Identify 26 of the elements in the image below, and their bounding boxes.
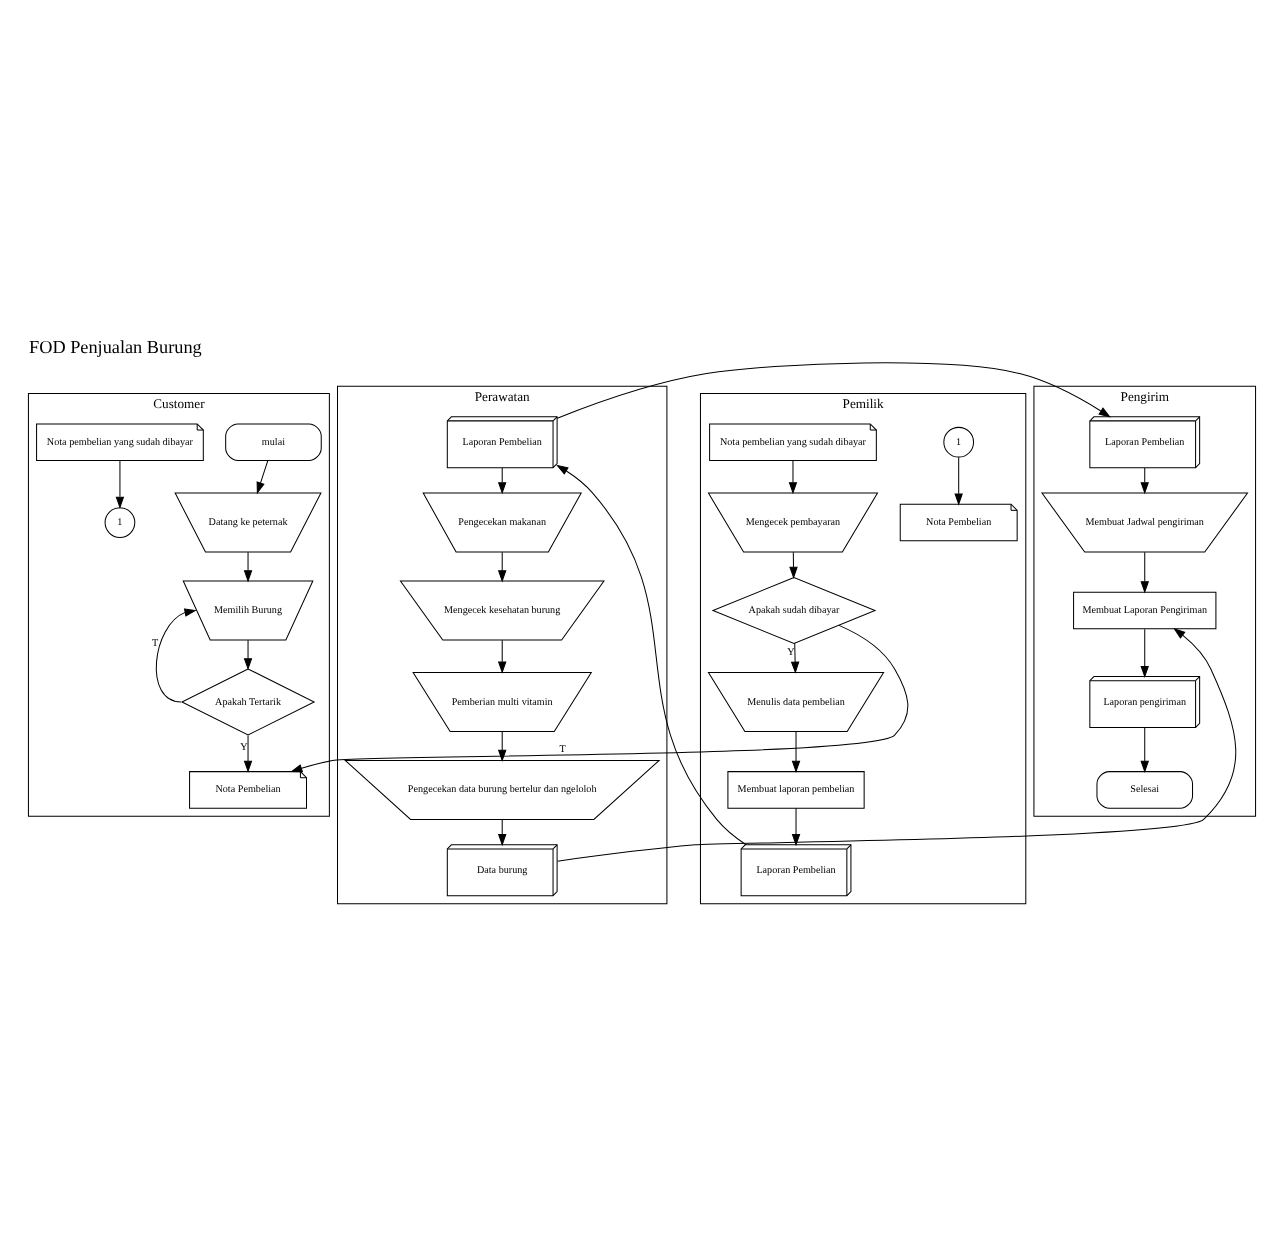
arrow bbox=[789, 550, 798, 578]
arrow bbox=[788, 459, 798, 494]
arrow bbox=[1140, 726, 1149, 773]
arrow bbox=[497, 638, 507, 673]
arrow bbox=[497, 818, 507, 846]
arrow bbox=[155, 607, 197, 702]
arrow bbox=[290, 623, 909, 772]
arrow bbox=[556, 361, 1111, 418]
arrow bbox=[556, 626, 1237, 861]
arrow bbox=[1140, 550, 1149, 593]
arrow bbox=[556, 463, 747, 845]
arrow bbox=[1140, 627, 1149, 678]
arrow bbox=[256, 459, 269, 494]
arrow bbox=[497, 730, 507, 761]
arrow bbox=[243, 550, 253, 582]
arrow bbox=[243, 638, 253, 670]
arrow bbox=[1140, 466, 1149, 494]
arrow bbox=[790, 641, 800, 673]
arrow bbox=[497, 550, 507, 582]
arrow bbox=[243, 734, 253, 772]
arrow bbox=[497, 466, 507, 494]
arrow bbox=[115, 459, 125, 508]
arrow bbox=[791, 806, 801, 846]
arrow bbox=[791, 730, 801, 772]
arrow bbox=[954, 455, 963, 505]
diagram-title: FOD Penjualan Burung bbox=[29, 335, 202, 356]
